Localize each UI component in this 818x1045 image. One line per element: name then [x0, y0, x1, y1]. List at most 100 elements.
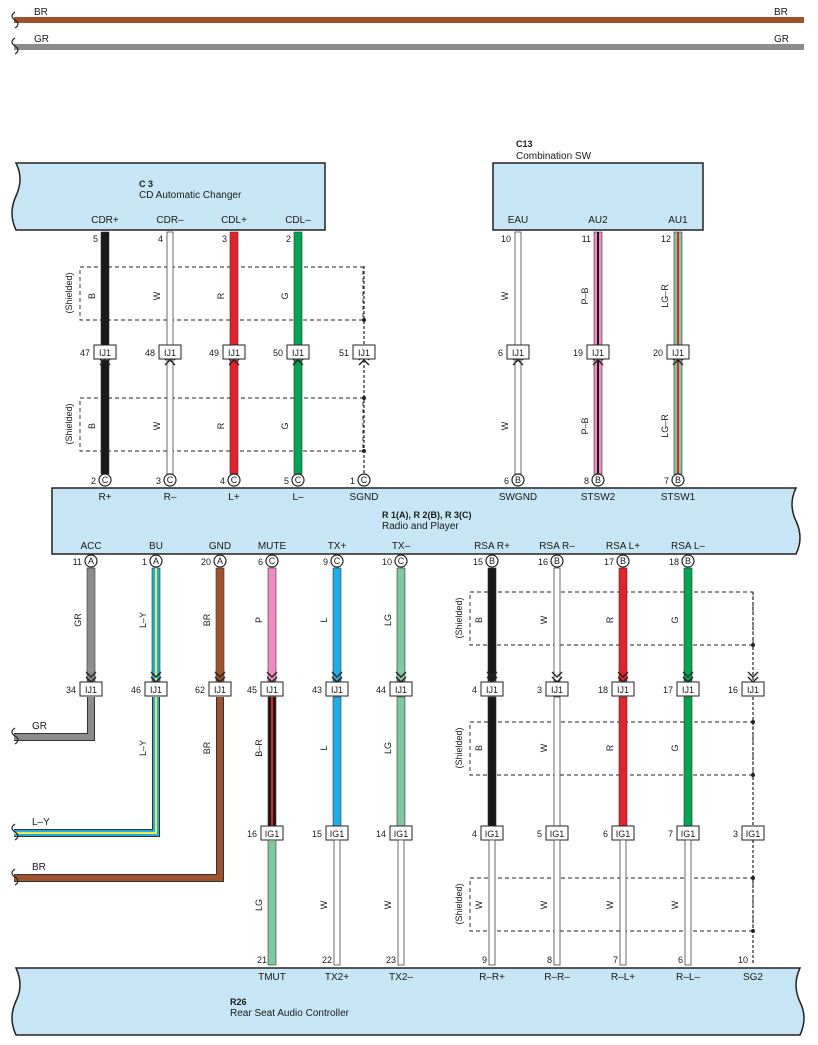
lower-wire-2-conn — [213, 554, 227, 568]
upper-wire-0-top-num: 5 — [93, 234, 98, 244]
upper-wire-6-seg1-stripe — [597, 232, 599, 345]
upper-wire-1-color1: W — [152, 291, 162, 300]
upper-wire-2-jpin: 49 — [209, 348, 219, 358]
lower-wire-0-seg1 — [86, 567, 96, 682]
lower-wire-6-r-num: 9 — [482, 955, 487, 965]
upper-wire-1-color2: W — [152, 421, 162, 430]
lower-wire-1-num: 1 — [142, 557, 147, 567]
lower-wire-2-junction — [208, 681, 232, 697]
lower-wire-9-j: IJ1 — [682, 685, 694, 695]
upper-wire-7-bot-pin: STSW1 — [661, 492, 696, 503]
lower-wire-3-color2: B–R — [254, 739, 264, 757]
c3-id: C 3 — [139, 179, 153, 189]
upper-wire-2-top-num: 3 — [222, 234, 227, 244]
upper-wire-5-junction — [506, 344, 530, 360]
lower-wire-5-conn — [394, 554, 408, 568]
c3-name: CD Automatic Changer — [139, 190, 242, 201]
upper-wire-3-color2: G — [280, 422, 290, 429]
upper-wire-5-top-pin: EAU — [508, 215, 529, 226]
upper-wire-7-bot-num: 7 — [664, 476, 669, 486]
upper-wire-6-j: IJ1 — [592, 348, 604, 358]
upper-wire-0-j: IJ1 — [99, 348, 111, 358]
lower-wire-5-color3: W — [383, 900, 393, 909]
lower-wire-8-color1: R — [605, 616, 615, 623]
lower-wire-7-conn — [550, 554, 564, 568]
lower-wire-1-pin: BU — [149, 541, 163, 552]
lower-wire-7-color2: W — [539, 743, 549, 752]
upper-wire-2-color1: R — [216, 292, 226, 299]
radio-and-player-block: R 1(A), R 2(B), R 3(C) Radio and Player — [51, 487, 801, 555]
lower-wire-5-jpin: 44 — [376, 685, 386, 695]
radio-id: R 1(A), R 2(B), R 3(C) — [382, 510, 472, 520]
upper-wire-6-top-num: 11 — [582, 234, 591, 244]
shield-dot-lower-3 — [751, 876, 755, 880]
upper-wire-7-top-pin: AU1 — [668, 215, 688, 226]
lower-wire-2-seg1 — [215, 567, 225, 682]
upper-wire-4-conn-letter: C — [361, 475, 368, 485]
lower-wire-0-route-outline — [14, 697, 95, 741]
lower-wire-8-j: IJ1 — [617, 685, 629, 695]
top-wire-br: BR BR — [11, 7, 804, 29]
upper-wire-7-jpin: 20 — [653, 348, 663, 358]
lower-wire-9-g: IG1 — [681, 829, 696, 839]
lower-wire-0-num: 11 — [73, 557, 82, 567]
lower-wire-8-jpin: 18 — [598, 685, 608, 695]
lower-wire-8-junction — [611, 681, 635, 697]
lower-wire-8-conn — [616, 554, 630, 568]
shield-dot — [362, 396, 366, 400]
lower-wire-9-conn — [681, 554, 695, 568]
lower-wire-4-color2: L — [319, 745, 329, 750]
upper-wire-2-seg1 — [229, 231, 239, 346]
shielded-label: (Shielded) — [64, 272, 74, 313]
lower-wire-1-conn — [149, 554, 163, 568]
upper-wire-3-conn — [291, 473, 305, 487]
shield-dot — [362, 318, 366, 322]
lower-wire-9-color3: W — [670, 900, 680, 909]
lower-wire-2-j: IJ1 — [214, 685, 226, 695]
lower-wire-8-seg2 — [618, 696, 628, 827]
lower-wire-5-seg1 — [396, 567, 406, 682]
shield-dot-lower-1 — [751, 720, 755, 724]
upper-wire-5-conn — [511, 473, 525, 487]
lower-wire-3-seg3 — [267, 839, 277, 966]
lower-wire-8-seg3 — [619, 839, 627, 966]
lower-wire-6-r-pin: R–R+ — [479, 972, 505, 983]
lower-wire-10-j: IJ1 — [747, 685, 759, 695]
lower-wire-7-num: 16 — [538, 557, 548, 567]
lower-wire-3-conn-letter: C — [269, 556, 276, 566]
lower-wire-3-r-pin: TMUT — [258, 972, 286, 983]
lower-wire-7-g: IG1 — [550, 829, 565, 839]
shield-upper-1: (Shielded) — [64, 266, 364, 321]
upper-wire-1-bot-pin: R– — [164, 492, 177, 503]
lower-wire-7-seg1 — [553, 567, 561, 682]
lower-wire-7-junction — [545, 681, 569, 697]
shield-dot-lower-0 — [751, 643, 755, 647]
labels-layer: BBIJ147CDR+5C2R+WWIJ148CDR–4C3R–RRIJ149C… — [32, 215, 763, 983]
lower-wire-6-gpin: 4 — [472, 829, 477, 839]
lower-wire-6-color2: B — [474, 745, 484, 751]
lower-wire-9-r-num: 6 — [678, 955, 683, 965]
lower-wire-10-g: IG1 — [746, 829, 761, 839]
lower-wire-1-junction — [144, 681, 168, 697]
lower-wire-4-r-pin: TX2+ — [325, 972, 349, 983]
shielded-label: (Shielded) — [64, 403, 74, 444]
upper-wire-1-j: IJ1 — [164, 348, 176, 358]
upper-wire-5-conn-letter: B — [515, 475, 521, 485]
lower-wire-3-r-num: 21 — [257, 955, 267, 965]
upper-wire-5-color2: W — [500, 421, 510, 430]
lower-wire-7-color3: W — [539, 900, 549, 909]
upper-wire-1-junction — [158, 344, 182, 360]
lower-wire-4-seg2 — [332, 696, 342, 827]
r26-name: Rear Seat Audio Controller — [230, 1008, 350, 1019]
lower-wire-10-r-pin: SG2 — [743, 972, 763, 983]
lower-wire-0-color1: GR — [73, 613, 83, 627]
lower-wire-4-junction — [325, 681, 349, 697]
lower-wire-7-jpin: 3 — [537, 685, 542, 695]
lower-wire-9-num: 18 — [669, 557, 679, 567]
upper-wire-6-bot-pin: STSW2 — [581, 492, 616, 503]
upper-wire-6-bot-num: 8 — [584, 476, 589, 486]
upper-wire-1-conn — [163, 473, 177, 487]
lower-wire-4-gpin: 15 — [312, 829, 322, 839]
lower-wire-8-gpin: 6 — [603, 829, 608, 839]
